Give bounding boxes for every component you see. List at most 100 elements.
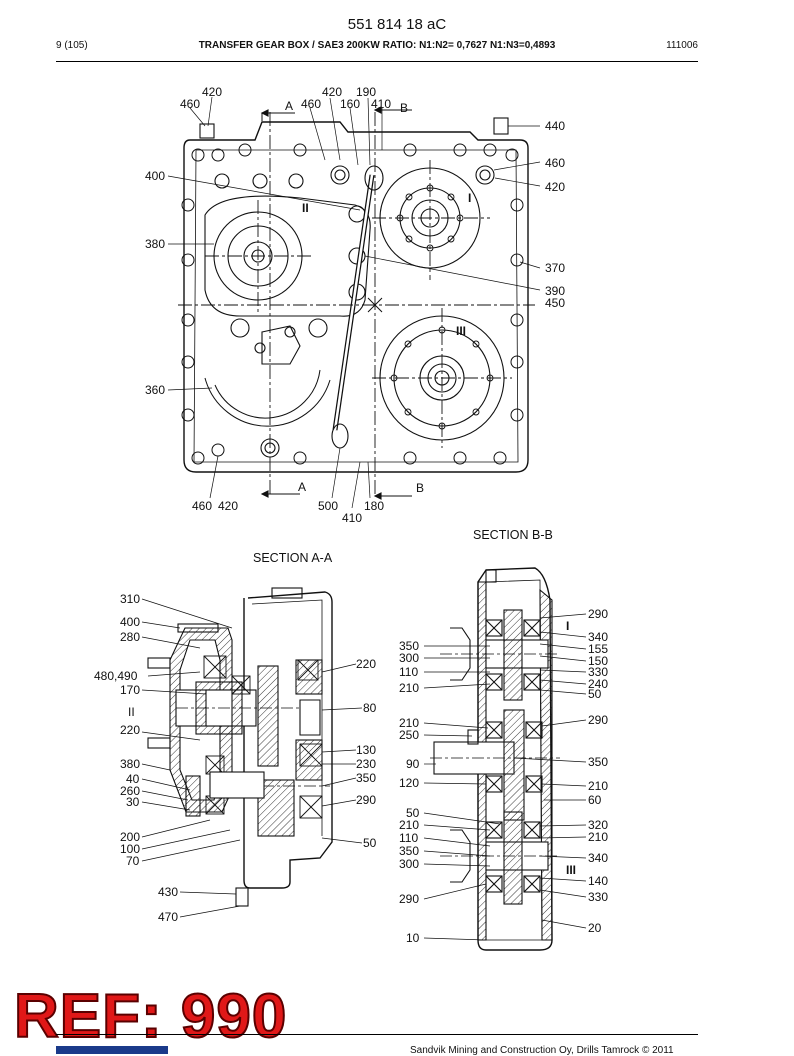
section-bb-drawing: I III: [423, 567, 587, 951]
label-350: 350: [399, 639, 419, 653]
label-470: 470: [158, 910, 178, 924]
label-210: 210: [399, 716, 419, 730]
label-300: 300: [399, 651, 419, 665]
label-450: 450: [545, 296, 565, 310]
label-420: 420: [545, 180, 565, 194]
label-400: 400: [120, 615, 140, 629]
section-aa-labels: 310 400 280 480,490 170 220 380 40 260 3…: [94, 592, 377, 924]
label-420: 420: [218, 499, 238, 513]
label-80: 80: [363, 701, 377, 715]
section-a-marker-top: A: [285, 99, 293, 113]
label-380: 380: [145, 237, 165, 251]
label-160: 160: [340, 97, 360, 111]
section-aa-title: SECTION A-A: [253, 551, 333, 565]
label-310: 310: [120, 592, 140, 606]
shaft-1-marker: I: [468, 191, 471, 205]
label-350: 350: [588, 755, 608, 769]
label-50: 50: [363, 836, 377, 850]
section-aa-drawing: II: [128, 587, 363, 918]
label-370: 370: [545, 261, 565, 275]
label-240: 240: [588, 677, 608, 691]
label-50: 50: [588, 687, 602, 701]
label-130: 130: [356, 743, 376, 757]
section-b-marker-top: B: [400, 101, 408, 115]
label-300: 300: [399, 857, 419, 871]
label-170: 170: [120, 683, 140, 697]
label-250: 250: [399, 728, 419, 742]
section-b-marker-bottom: B: [416, 481, 424, 495]
label-120: 120: [399, 776, 419, 790]
label-460: 460: [192, 499, 212, 513]
label-440: 440: [545, 119, 565, 133]
label-480-490: 480,490: [94, 669, 138, 683]
label-50: 50: [406, 806, 420, 820]
label-220: 220: [120, 723, 140, 737]
label-350: 350: [399, 844, 419, 858]
top-view-labels: 420 460 420 190 460 160 410 440 460 420 …: [145, 85, 565, 525]
label-110: 110: [399, 665, 418, 679]
shaft-3-marker: III: [456, 324, 466, 338]
reference-watermark: REF: 990: [13, 982, 288, 1051]
label-410: 410: [342, 511, 362, 525]
sandvik-logo: [56, 1046, 168, 1054]
label-200: 200: [120, 830, 140, 844]
label-90: 90: [406, 757, 420, 771]
header-row: 9 (105) TRANSFER GEAR BOX / SAE3 200KW R…: [56, 40, 698, 56]
shaft-3-marker-bb: III: [566, 863, 576, 877]
label-260: 260: [120, 784, 140, 798]
label-360: 360: [145, 383, 165, 397]
label-420: 420: [202, 85, 222, 99]
label-460: 460: [180, 97, 200, 111]
label-410: 410: [371, 97, 391, 111]
header-rule: [56, 61, 698, 62]
label-230: 230: [356, 757, 376, 771]
top-view-drawing: II I III: [167, 96, 541, 509]
shaft-2-marker: II: [302, 201, 309, 215]
label-140: 140: [588, 874, 608, 888]
label-70: 70: [126, 854, 140, 868]
label-10: 10: [406, 931, 420, 945]
label-340: 340: [588, 630, 608, 644]
footer-rule: [56, 1034, 698, 1035]
label-330: 330: [588, 890, 608, 904]
label-210: 210: [399, 818, 419, 832]
label-190: 190: [356, 85, 376, 99]
shaft-1-marker-bb: I: [566, 619, 569, 633]
footer-copyright: Sandvik Mining and Construction Oy, Dril…: [410, 1045, 674, 1056]
label-380: 380: [120, 757, 140, 771]
label-220: 220: [356, 657, 376, 671]
label-290: 290: [356, 793, 376, 807]
label-20: 20: [588, 921, 602, 935]
label-30: 30: [126, 795, 140, 809]
page-number: 9 (105): [56, 40, 88, 51]
label-290: 290: [588, 713, 608, 727]
label-150: 150: [588, 654, 608, 668]
label-340: 340: [588, 851, 608, 865]
label-60: 60: [588, 793, 602, 807]
page-title: TRANSFER GEAR BOX / SAE3 200KW RATIO: N1…: [198, 40, 556, 51]
section-bb-title: SECTION B-B: [473, 528, 553, 542]
shaft-2-marker-aa: II: [128, 705, 135, 719]
label-180: 180: [364, 499, 384, 513]
label-320: 320: [588, 818, 608, 832]
label-280: 280: [120, 630, 140, 644]
label-290: 290: [399, 892, 419, 906]
section-a-marker-bottom: A: [298, 480, 306, 494]
document-number: 551 814 18 aC: [347, 16, 447, 33]
label-40: 40: [126, 772, 140, 786]
label-350: 350: [356, 771, 376, 785]
label-110: 110: [399, 831, 418, 845]
label-460: 460: [545, 156, 565, 170]
label-460: 460: [301, 97, 321, 111]
document-code: 111006: [666, 40, 698, 51]
label-390: 390: [545, 284, 565, 298]
label-420: 420: [322, 85, 342, 99]
label-210: 210: [588, 779, 608, 793]
label-500: 500: [318, 499, 338, 513]
label-210: 210: [588, 830, 608, 844]
label-290: 290: [588, 607, 608, 621]
label-400: 400: [145, 169, 165, 183]
label-100: 100: [120, 842, 140, 856]
label-210: 210: [399, 681, 419, 695]
